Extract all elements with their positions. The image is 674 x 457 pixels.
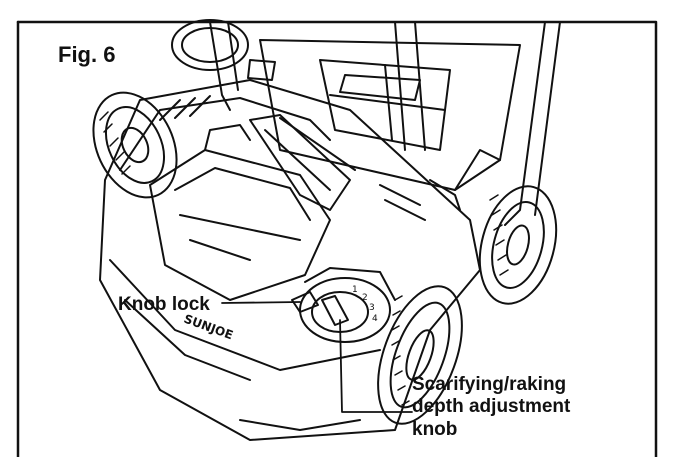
motor-cover [149, 124, 331, 301]
depth-knob-label-line: Scarifying/raking [412, 374, 567, 395]
figure-title: Fig. 6 [58, 42, 116, 67]
knob-mark: 1 [352, 285, 358, 295]
depth-knob-label: Scarifying/raking depth adjustment knob [412, 374, 570, 441]
collection-bin [247, 39, 521, 211]
carry-handle [249, 114, 356, 211]
wheel-rear-right [478, 185, 558, 305]
tire-treads [99, 111, 509, 406]
knob-lock-leader [221, 301, 301, 304]
wheel-front-left [92, 91, 178, 199]
wheel-front-right [377, 285, 463, 425]
depth-knob-leader [339, 319, 413, 413]
knob-marks: 1 2 3 4 [352, 285, 378, 324]
knob-lock [291, 291, 319, 313]
frame-border [16, 20, 658, 457]
wheel-rear-left [171, 19, 249, 71]
depth-knob-label-line: depth adjustment [412, 396, 571, 418]
depth-adjustment-knob [299, 267, 396, 343]
knob-mark: 3 [369, 303, 375, 313]
depth-knob-label-line: knob [412, 418, 458, 440]
knob-lock-label: Knob lock [118, 294, 210, 315]
knob-mark: 4 [372, 314, 378, 324]
knob-mark: 2 [362, 293, 368, 303]
